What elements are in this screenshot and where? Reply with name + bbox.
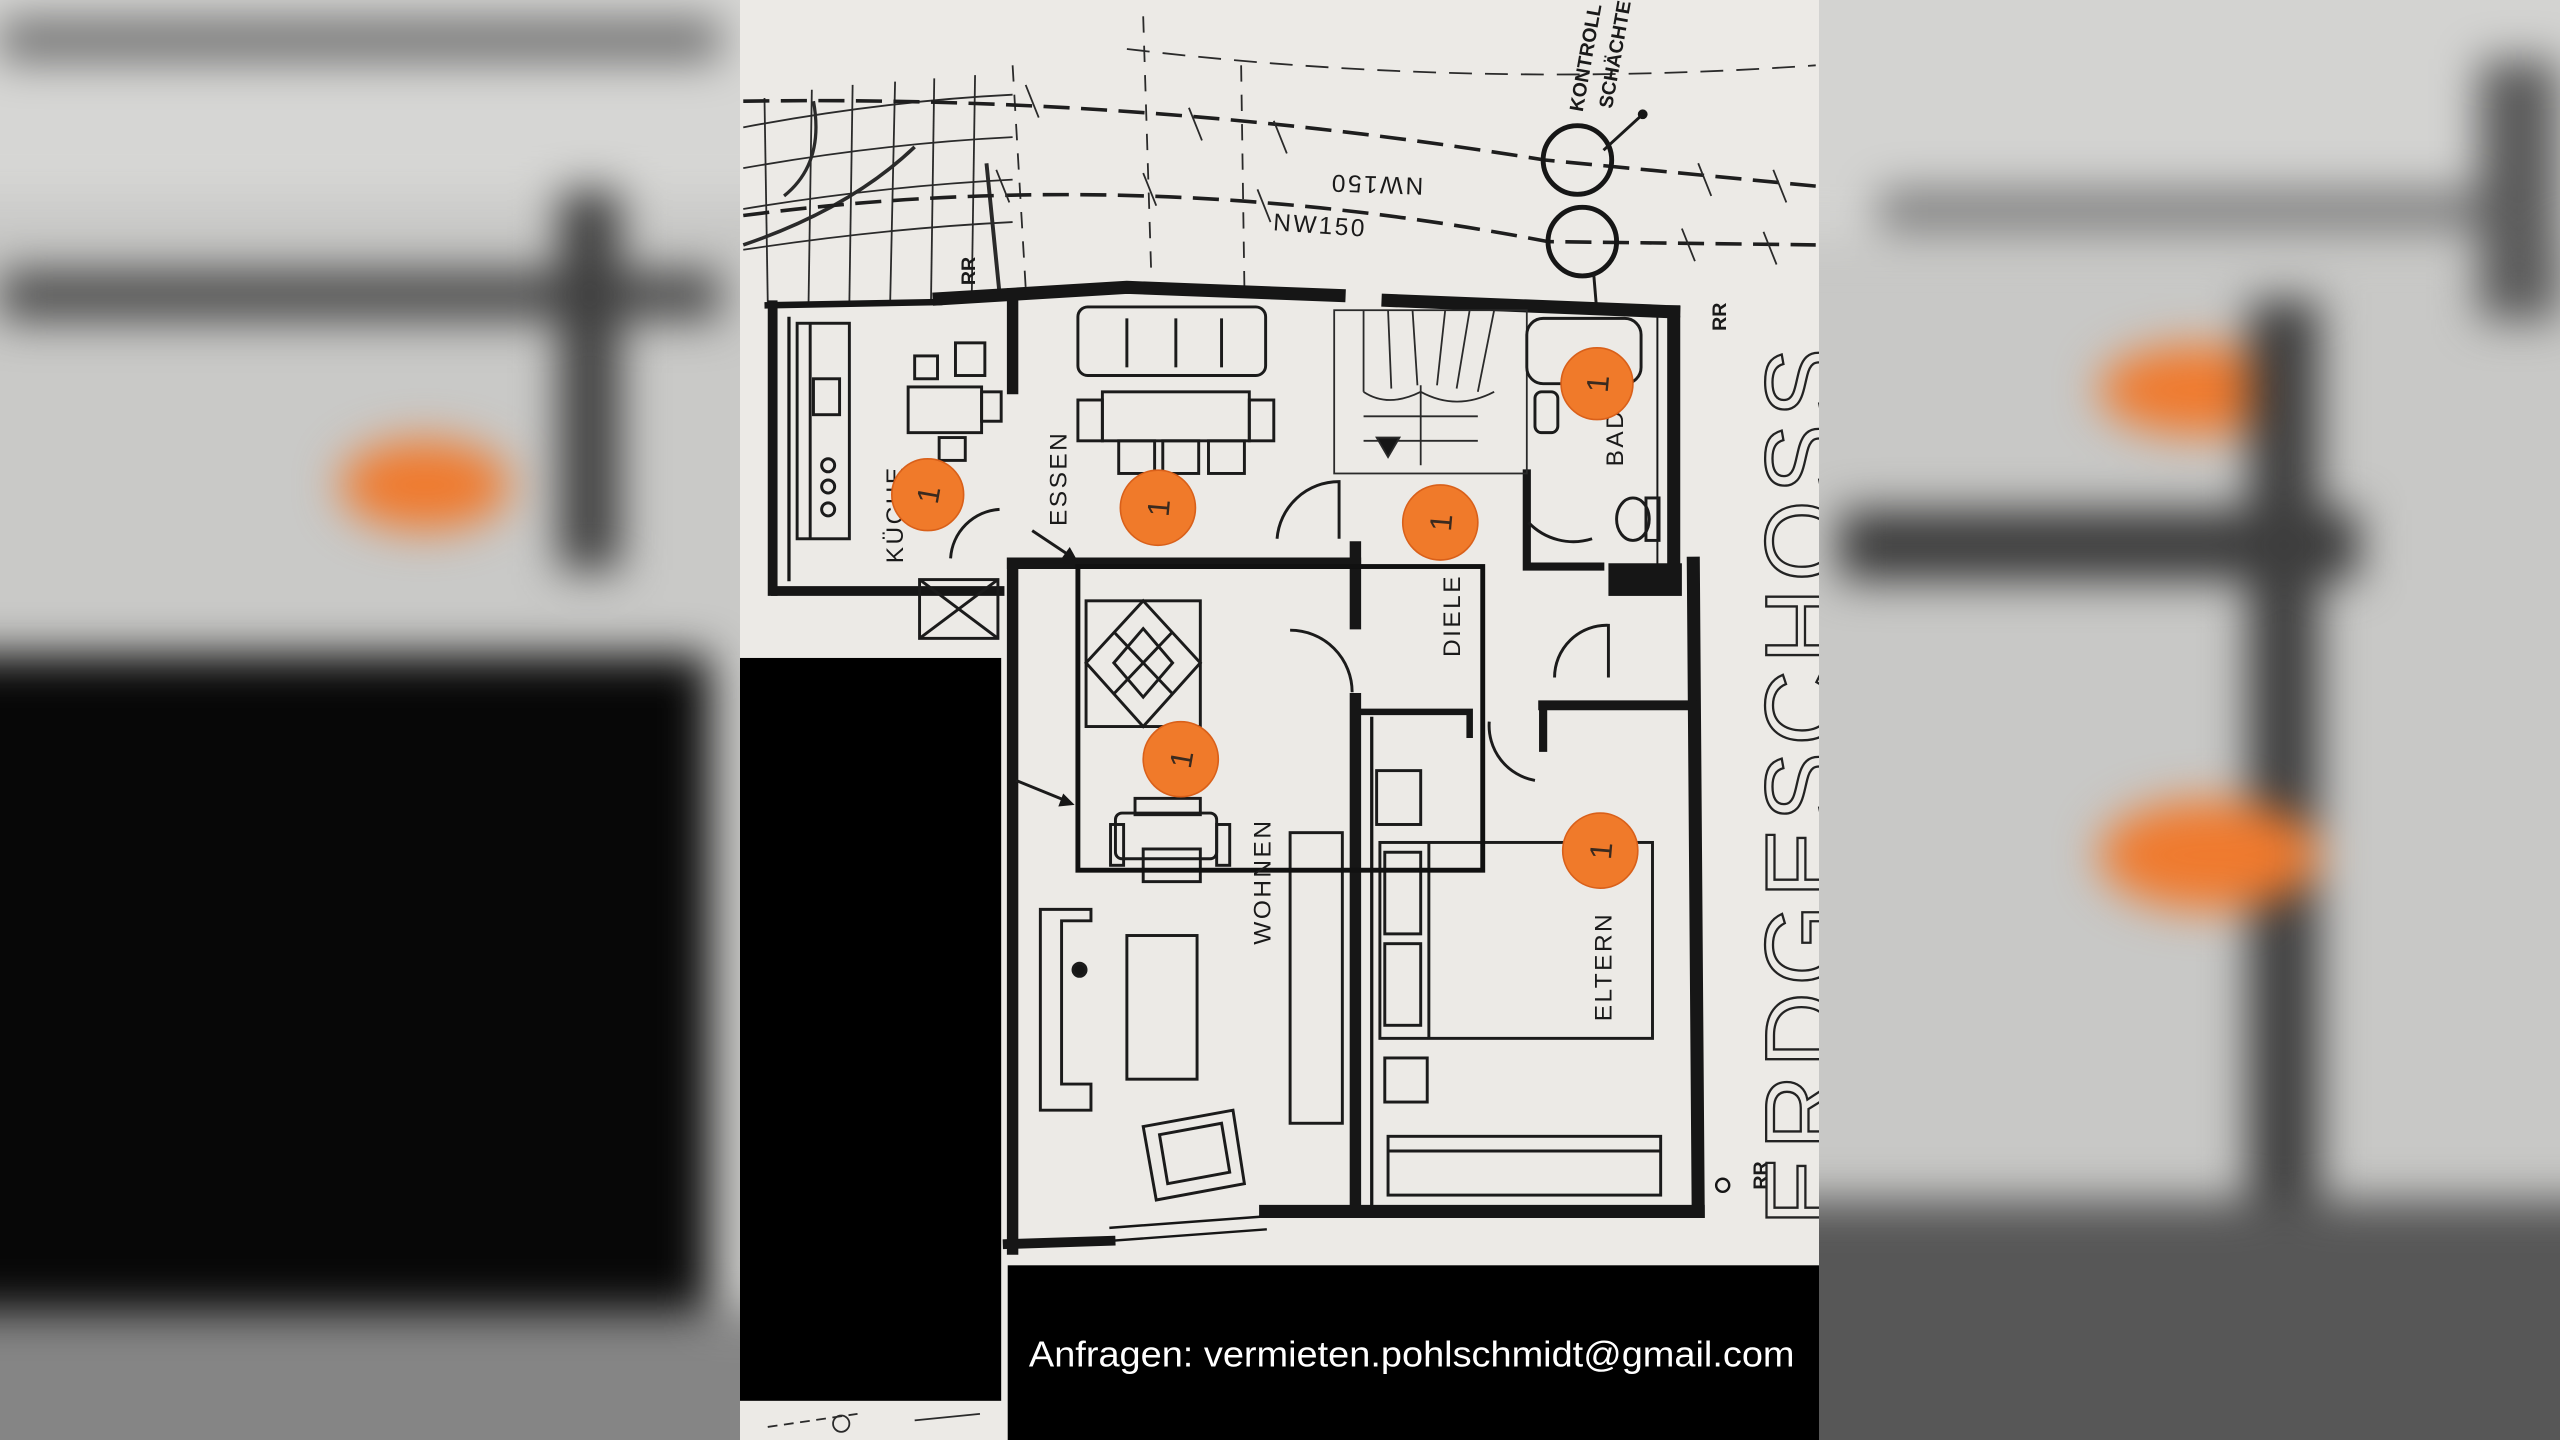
sticker-number: 1 xyxy=(1580,374,1616,394)
room-label-diele: DIELE xyxy=(1439,574,1466,657)
coffee-table xyxy=(1125,934,1199,1081)
sticker-eltern: 1 xyxy=(1561,812,1639,889)
sticker-diele: 1 xyxy=(1401,484,1479,561)
diele-cabinet xyxy=(1375,769,1423,826)
double-bed xyxy=(1378,840,1654,1040)
staircase xyxy=(1333,309,1528,475)
sticker-number: 1 xyxy=(1583,841,1619,861)
rr-dot-lower xyxy=(1714,1177,1731,1194)
armchair-group xyxy=(1109,796,1232,884)
sticker-number: 1 xyxy=(910,483,947,506)
room-label-essen: ESSEN xyxy=(1045,431,1072,526)
bathroom-sink xyxy=(1533,390,1560,435)
shaft-pointer xyxy=(1602,113,1644,152)
sticker-wohnen: 1 xyxy=(1142,720,1220,798)
walls xyxy=(764,280,1705,1255)
terrace-grid xyxy=(742,16,1816,303)
nightstand xyxy=(1383,1056,1429,1104)
kitchen-table xyxy=(906,341,1003,462)
dining-chairs xyxy=(1076,398,1276,475)
sticker-number: 1 xyxy=(1163,748,1200,771)
sticker-number: 1 xyxy=(1141,498,1177,518)
sticker-number: 1 xyxy=(1423,512,1459,532)
control-shaft-upper xyxy=(1540,123,1615,197)
kitchen-counter xyxy=(795,321,851,541)
pipe-label-lower: NW150 xyxy=(1272,209,1367,242)
blurred-background-right xyxy=(1819,0,2560,1440)
shaft-pointer-dot xyxy=(1637,109,1648,120)
toilet xyxy=(1615,496,1661,542)
floor-title: ERDGESCHOSS xyxy=(1745,341,1819,1226)
room-label-wohnen: WOHNEN xyxy=(1250,819,1277,945)
tv-cabinet xyxy=(1288,831,1344,1125)
sticker-bad: 1 xyxy=(1560,346,1634,421)
highlight-frame xyxy=(1075,564,1486,873)
ventilation-shaft xyxy=(918,578,1000,640)
armchair xyxy=(1141,1108,1247,1202)
floor-plan-panel: KÜCHE ESSEN DIELE BAD WOHNEN ELTERN NW15… xyxy=(740,0,1819,1440)
sticker-essen: 1 xyxy=(1119,469,1197,547)
redaction-box xyxy=(740,657,1002,1401)
contact-banner xyxy=(1007,1265,1819,1440)
contact-text: Anfragen: vermieten.pohlschmidt@gmail.co… xyxy=(1029,1334,1795,1375)
rr-label-3: RR xyxy=(1750,1161,1772,1189)
pipe-label-upper: NW150 xyxy=(1329,169,1424,199)
floor-plan-drawing: KÜCHE ESSEN DIELE BAD WOHNEN ELTERN NW15… xyxy=(740,0,1819,1440)
rr-label-2: RR xyxy=(1709,303,1731,331)
sticker-kueche: 1 xyxy=(890,457,965,532)
wardrobe xyxy=(1386,1134,1663,1197)
pipe-slash-marks xyxy=(995,84,1788,265)
rug-pattern xyxy=(1084,598,1203,729)
furniture xyxy=(795,305,1663,1202)
blurred-background-left xyxy=(0,0,740,1440)
sofa xyxy=(1038,907,1093,1112)
door-swings xyxy=(949,480,1610,782)
pipe-lower xyxy=(743,192,1816,247)
rr-label-1: RR xyxy=(958,257,980,285)
control-shaft-lower xyxy=(1545,204,1620,279)
pipe-upper xyxy=(743,98,1816,188)
sofa-lamp xyxy=(1071,961,1088,978)
room-label-eltern: ELTERN xyxy=(1591,912,1618,1021)
dining-bench xyxy=(1076,305,1268,377)
sheet-edge-marks xyxy=(767,1412,981,1433)
